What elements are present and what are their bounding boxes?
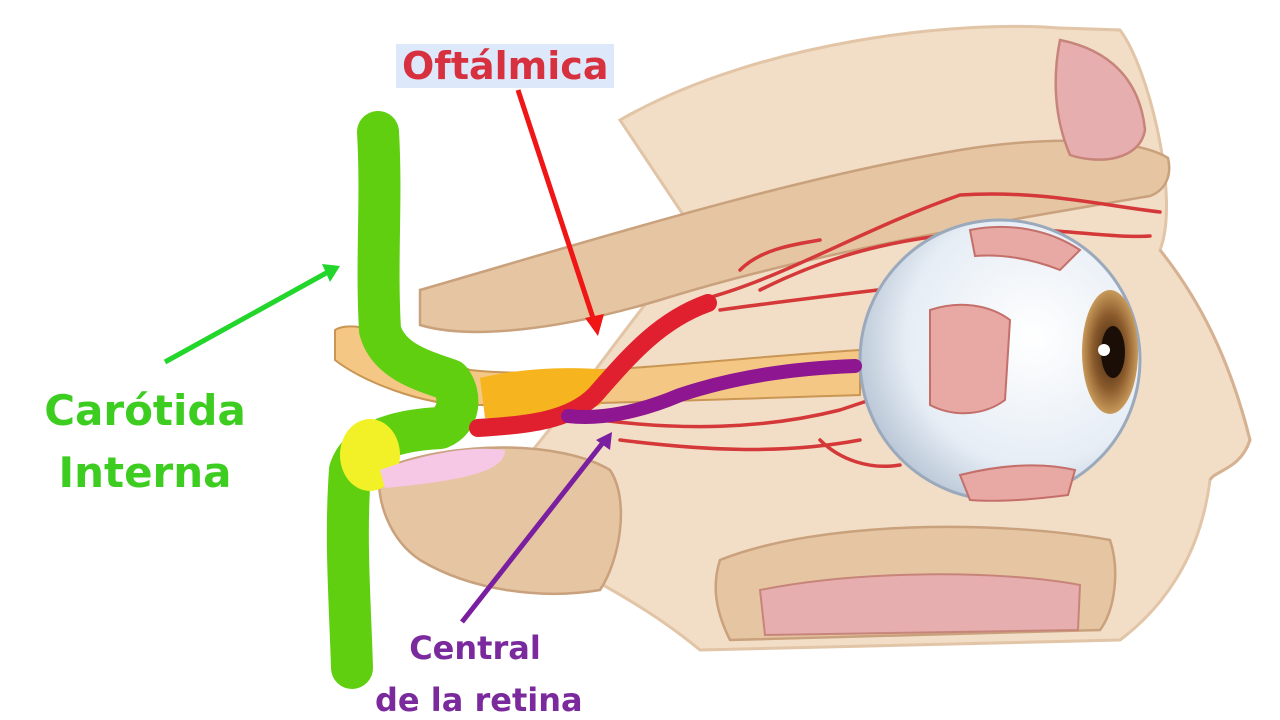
ophthalmic-artery [469, 294, 717, 437]
sphenoid-bone [377, 446, 623, 595]
carotid-label-line1: Carótida [44, 386, 246, 435]
carotid-label: Carótida Interna [40, 380, 250, 504]
central-retinal-artery [561, 359, 862, 425]
central-label-line1: Central [409, 629, 541, 667]
central-label-line2: de la retina [375, 681, 583, 719]
ophthalmic-pointer-arrow [515, 89, 598, 325]
central-pointer-arrow [460, 438, 607, 624]
central-arrow-head [596, 432, 612, 450]
internal-carotid-artery [326, 111, 479, 689]
carotid-label-line2: Interna [58, 448, 232, 497]
nose-profile [1158, 249, 1252, 481]
pupil [1101, 326, 1125, 378]
extraocular-muscle-superior [968, 225, 1082, 272]
pink-region [380, 448, 505, 488]
maxillary-sinus [758, 573, 1082, 637]
extraocular-muscle-lateral [929, 303, 1012, 415]
orbital-roof-bone [418, 139, 1171, 334]
ophthalmic-label: Oftálmica [396, 44, 615, 88]
frontal-sinus [1054, 38, 1147, 161]
central-retinal-label: Central de la retina [375, 622, 583, 720]
ophthalmic-arrow-head [585, 314, 604, 336]
carotid-arrow-head [322, 264, 340, 282]
carotid-pointer-arrow [163, 269, 330, 365]
extraocular-muscle-inferior [958, 464, 1077, 502]
pupil-highlight [1098, 344, 1110, 356]
